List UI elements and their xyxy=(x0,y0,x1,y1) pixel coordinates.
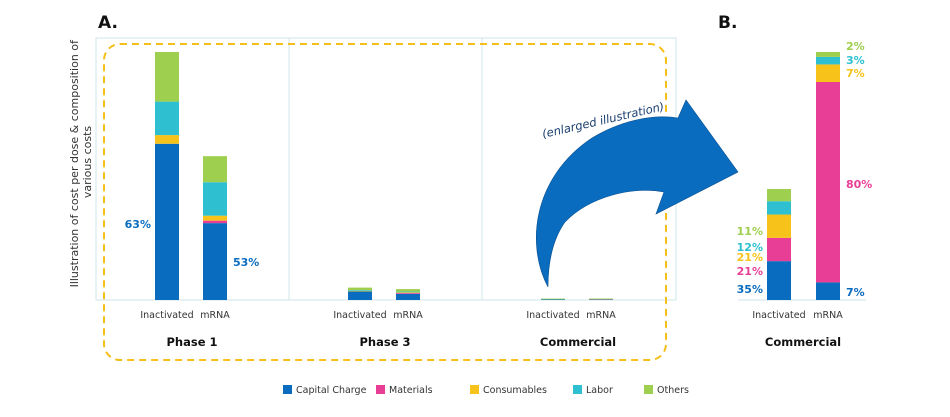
bar-segment xyxy=(348,287,372,291)
data-label: 21% xyxy=(737,251,763,264)
bar-segment xyxy=(816,64,840,83)
group-label: Phase 1 xyxy=(166,335,217,349)
bar-segment xyxy=(767,201,791,215)
bar-segment xyxy=(767,237,791,262)
bar-segment xyxy=(541,298,565,300)
x-tick-label: mRNA xyxy=(200,310,230,321)
bar-segment xyxy=(396,293,420,300)
data-label: 53% xyxy=(233,256,259,269)
data-label: 21% xyxy=(737,265,763,278)
data-label: 80% xyxy=(846,178,872,191)
group-label: Phase 3 xyxy=(359,335,410,349)
bar-segment xyxy=(589,298,613,300)
panel-a-label: A. xyxy=(98,13,118,33)
legend-label: Capital Charge xyxy=(296,385,367,396)
x-tick-label: mRNA xyxy=(586,310,616,321)
y-axis-label-line2: various costs xyxy=(81,126,94,199)
bar-segment xyxy=(816,56,840,65)
legend-swatch xyxy=(573,385,582,394)
data-label: 35% xyxy=(737,283,763,296)
bar-segment xyxy=(155,143,179,300)
bar-segment xyxy=(348,291,372,300)
bar-segment xyxy=(396,292,420,294)
bar-segment xyxy=(767,261,791,300)
data-label: 7% xyxy=(846,286,865,299)
bar-segment xyxy=(203,156,227,183)
legend-swatch xyxy=(644,385,653,394)
legend-swatch xyxy=(376,385,385,394)
legend-item: Labor xyxy=(573,385,613,396)
bar-segment xyxy=(203,223,227,300)
bar-segment xyxy=(396,291,420,293)
data-label: 7% xyxy=(846,67,865,80)
bar-segment xyxy=(767,189,791,202)
x-tick-label: Inactivated xyxy=(752,310,805,321)
legend-item: Consumables xyxy=(470,385,547,396)
data-label: 3% xyxy=(846,54,865,67)
legend-label: Materials xyxy=(389,385,433,396)
x-tick-label: mRNA xyxy=(393,310,423,321)
bar-segment xyxy=(155,52,179,102)
enlarged-illustration-arrow xyxy=(536,99,739,288)
bar-segment xyxy=(541,299,565,300)
y-axis-label: Illustration of cost per dose & composit… xyxy=(68,37,94,288)
bar-segment xyxy=(155,101,179,136)
bar-segment xyxy=(348,290,372,292)
group-label: Commercial xyxy=(765,335,841,349)
legend-label: Consumables xyxy=(483,385,547,396)
bar-segment xyxy=(155,135,179,144)
bar-segment xyxy=(816,52,840,57)
bar-segment xyxy=(396,293,420,294)
legend-item: Others xyxy=(644,385,689,396)
bar-segment xyxy=(203,220,227,224)
group-label: Commercial xyxy=(540,335,616,349)
panel-b-label: B. xyxy=(718,13,737,33)
labels-layer: Phase 1 Inactivated mRNA Phase 3 Inactivated… xyxy=(125,40,873,349)
x-tick-label: Inactivated xyxy=(526,310,579,321)
legend-item: Materials xyxy=(376,385,433,396)
y-axis-label-line1: Illustration of cost per dose & composit… xyxy=(68,39,81,287)
bar-segment xyxy=(203,215,227,221)
bar-segment xyxy=(767,214,791,238)
legend-swatch xyxy=(283,385,292,394)
x-tick-label: Inactivated xyxy=(140,310,193,321)
bars-layer xyxy=(155,52,840,300)
data-label: 12% xyxy=(737,241,763,254)
legend: Capital Charge Materials Consumables Labor O… xyxy=(283,385,689,396)
bar-segment xyxy=(816,282,840,300)
legend-label: Labor xyxy=(586,385,613,396)
legend-swatch xyxy=(470,385,479,394)
data-label: 11% xyxy=(737,225,763,238)
x-tick-label: Inactivated xyxy=(333,310,386,321)
legend-item: Capital Charge xyxy=(283,385,367,396)
bar-segment xyxy=(589,298,613,300)
x-tick-label: mRNA xyxy=(813,310,843,321)
legend-label: Others xyxy=(657,385,689,396)
bar-segment xyxy=(396,289,420,292)
data-label: 2% xyxy=(846,40,865,53)
data-label: 63% xyxy=(125,218,151,231)
bar-segment xyxy=(203,182,227,216)
bar-segment xyxy=(348,290,372,291)
bar-segment xyxy=(816,82,840,283)
